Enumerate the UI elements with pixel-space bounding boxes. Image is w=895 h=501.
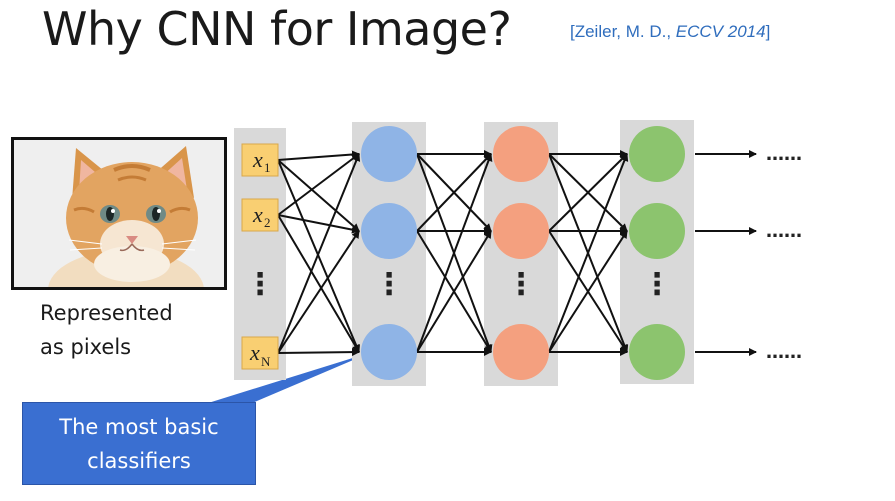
input-node-n-label: x <box>249 340 260 365</box>
input-node-2: x 2 <box>241 198 279 232</box>
neuron-l2-2 <box>493 203 549 259</box>
hidden-3-ellipsis: ⋮ <box>642 267 672 302</box>
image-caption: Represented as pixels <box>40 296 173 364</box>
neuron-l1-1 <box>361 126 417 182</box>
input-node-n-subscript: N <box>261 354 271 369</box>
caption-line-1: Represented <box>40 301 173 325</box>
connection-edge-0 <box>277 150 360 161</box>
connection-edge-24 <box>548 153 629 353</box>
connection-edge-1 <box>277 159 360 232</box>
connection-edge-16 <box>416 230 492 353</box>
input-node-1-label: x <box>252 147 263 172</box>
connections <box>277 150 629 357</box>
hidden-2-ellipsis: ⋮ <box>506 267 536 302</box>
output-ellipsis-1: …… <box>766 144 802 165</box>
input-node-1-subscript: 1 <box>264 160 271 175</box>
neuron-l3-2 <box>629 203 685 259</box>
callout-box: The most basic classifiers <box>22 402 256 485</box>
neuron-l2-n <box>493 324 549 380</box>
slide-title: Why CNN for Image? <box>42 2 512 56</box>
caption-line-2: as pixels <box>40 335 132 359</box>
citation-authors: [Zeiler, M. D., <box>570 22 676 41</box>
connection-edge-21 <box>548 153 628 232</box>
connection-edge-25 <box>548 230 628 353</box>
input-node-2-subscript: 2 <box>264 215 271 230</box>
connection-edge-15 <box>416 153 493 353</box>
citation-close: ] <box>765 22 771 41</box>
input-ellipsis: ⋮ <box>245 267 275 302</box>
connection-edge-7 <box>277 230 360 354</box>
input-node-n: x N <box>241 336 279 370</box>
neuron-l3-n <box>629 324 685 380</box>
neuron-l1-2 <box>361 203 417 259</box>
connection-edge-5 <box>277 214 360 353</box>
connection-edge-8 <box>277 348 360 357</box>
connection-edge-3 <box>277 153 360 216</box>
output-ellipsis-n: …… <box>766 342 802 363</box>
input-node-1: x 1 <box>241 143 279 177</box>
connection-edge-12 <box>416 153 492 232</box>
cat-image <box>11 137 227 290</box>
output-ellipsis-2: …… <box>766 221 802 242</box>
neuron-l2-1 <box>493 126 549 182</box>
neuron-l3-1 <box>629 126 685 182</box>
input-node-2-label: x <box>252 202 263 227</box>
connection-edge-6 <box>277 153 361 354</box>
citation-venue: ECCV 2014 <box>675 22 766 41</box>
connection-edge-4 <box>277 214 360 234</box>
callout-pointer <box>205 352 372 404</box>
citation: [Zeiler, M. D., ECCV 2014] <box>570 22 770 42</box>
callout-line-2: classifiers <box>87 448 191 473</box>
cat-illustration <box>14 140 224 287</box>
neuron-l1-n <box>361 324 417 380</box>
callout-line-1: The most basic <box>59 414 219 439</box>
hidden-1-ellipsis: ⋮ <box>374 267 404 302</box>
